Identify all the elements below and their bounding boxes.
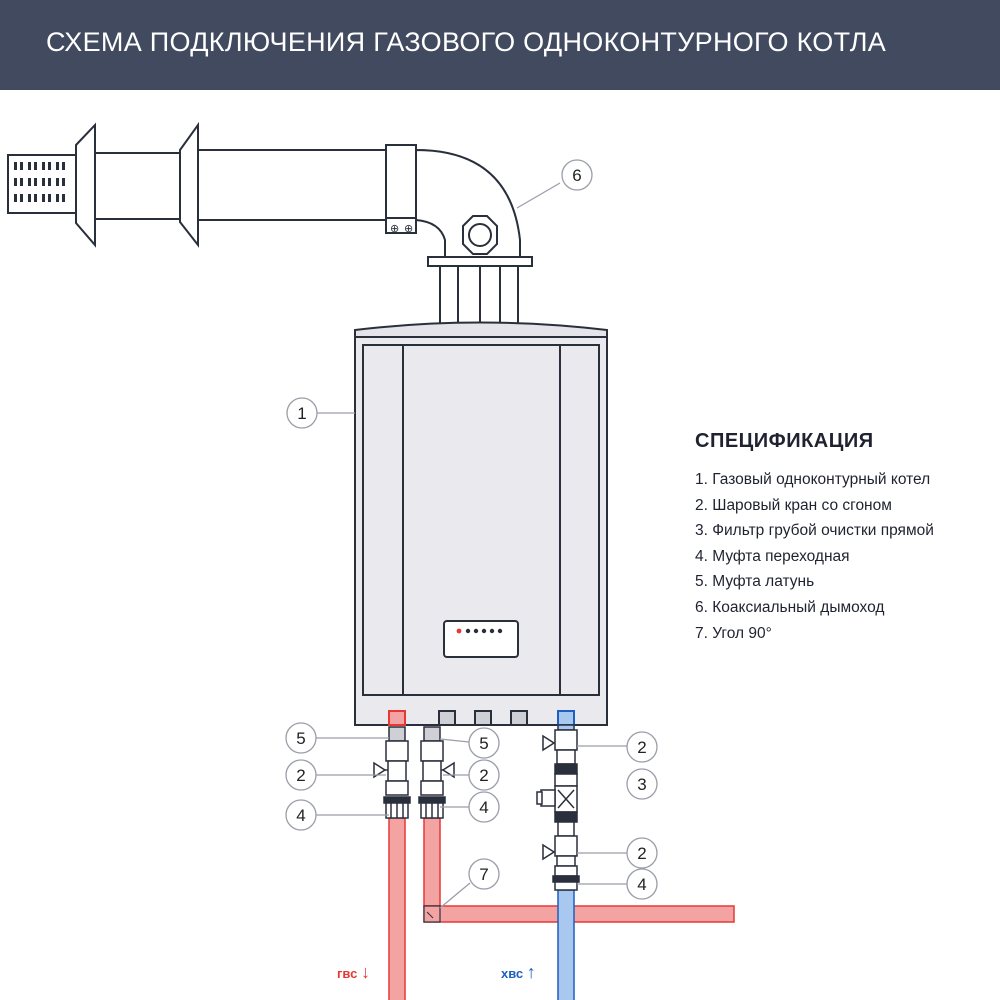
callout-5-mid: 5 (468, 727, 500, 759)
spec-item-2: 2. Шаровый кран со сгоном (695, 496, 892, 514)
control-panel (443, 620, 519, 658)
callout-4-left: 4 (285, 799, 317, 831)
hot-water-label-text: гвс (337, 966, 358, 981)
callouts: 1 5 2 4 5 2 4 2 3 2 4 7 6 (285, 159, 658, 900)
arrow-up-icon: ↑ (526, 962, 536, 982)
coaxial-chimney: ⊕ ⊕ (7, 121, 533, 327)
callout-3: 3 (626, 768, 658, 800)
boiler (354, 321, 608, 726)
return-line-fittings (418, 726, 455, 819)
svg-text:1: 1 (297, 404, 306, 423)
arrow-down-icon: ↓ (360, 962, 370, 982)
callout-2-right-bottom: 2 (626, 837, 658, 869)
cold-water-label-text: хвс (501, 966, 524, 981)
callout-4-mid: 4 (468, 791, 500, 823)
svg-text:4: 4 (637, 875, 646, 894)
svg-text:⊕: ⊕ (404, 223, 413, 235)
svg-text:⊕: ⊕ (390, 223, 399, 235)
cold-line-fittings (536, 724, 580, 891)
callout-2-left: 2 (285, 759, 317, 791)
callout-7: 7 (468, 858, 500, 890)
page-title: СХЕМА ПОДКЛЮЧЕНИЯ ГАЗОВОГО ОДНОКОНТУРНОГ… (46, 27, 887, 57)
svg-text:2: 2 (637, 844, 646, 863)
spec-item-3: 3. Фильтр грубой очистки прямой (695, 522, 934, 540)
specification-heading: СПЕЦИФИКАЦИЯ (695, 430, 874, 452)
hot-water-pipe (388, 817, 406, 1000)
cold-water-pipe (557, 889, 575, 1000)
svg-text:5: 5 (296, 729, 305, 748)
spec-item-6: 6. Коаксиальный дымоход (695, 598, 885, 616)
svg-text:2: 2 (479, 766, 488, 785)
header-bar: СХЕМА ПОДКЛЮЧЕНИЯ ГАЗОВОГО ОДНОКОНТУРНОГ… (0, 0, 1000, 90)
spec-item-5: 5. Муфта латунь (695, 573, 815, 591)
callout-1: 1 (286, 397, 318, 429)
callout-2-mid: 2 (468, 759, 500, 791)
hot-line-fittings (373, 726, 411, 819)
svg-text:7: 7 (479, 865, 488, 884)
callout-5-left: 5 (285, 722, 317, 754)
svg-text:4: 4 (479, 798, 488, 817)
spec-item-1: 1. Газовый одноконтурный котел (695, 471, 931, 488)
specification-list: 1. Газовый одноконтурный котел 2. Шаровы… (695, 471, 934, 650)
callout-6: 6 (561, 159, 593, 191)
svg-text:2: 2 (296, 766, 305, 785)
svg-text:6: 6 (572, 166, 581, 185)
leader-lines (316, 182, 627, 909)
svg-text:3: 3 (637, 775, 646, 794)
callout-4-right: 4 (626, 868, 658, 900)
svg-text:2: 2 (637, 738, 646, 757)
spec-item-4: 4. Муфта переходная (695, 547, 850, 565)
callout-2-right-top: 2 (626, 731, 658, 763)
hot-water-label: гвс ↓ (337, 962, 370, 983)
svg-text:5: 5 (479, 734, 488, 753)
specification-panel: СПЕЦИФИКАЦИЯ 1. Газовый одноконтурный ко… (695, 430, 934, 650)
cold-water-label: хвс ↑ (501, 962, 536, 983)
svg-text:4: 4 (296, 806, 305, 825)
connection-diagram: ⊕ ⊕ (7, 121, 735, 1000)
spec-item-7: 7. Угол 90° (695, 624, 772, 642)
return-pipe (423, 817, 735, 923)
